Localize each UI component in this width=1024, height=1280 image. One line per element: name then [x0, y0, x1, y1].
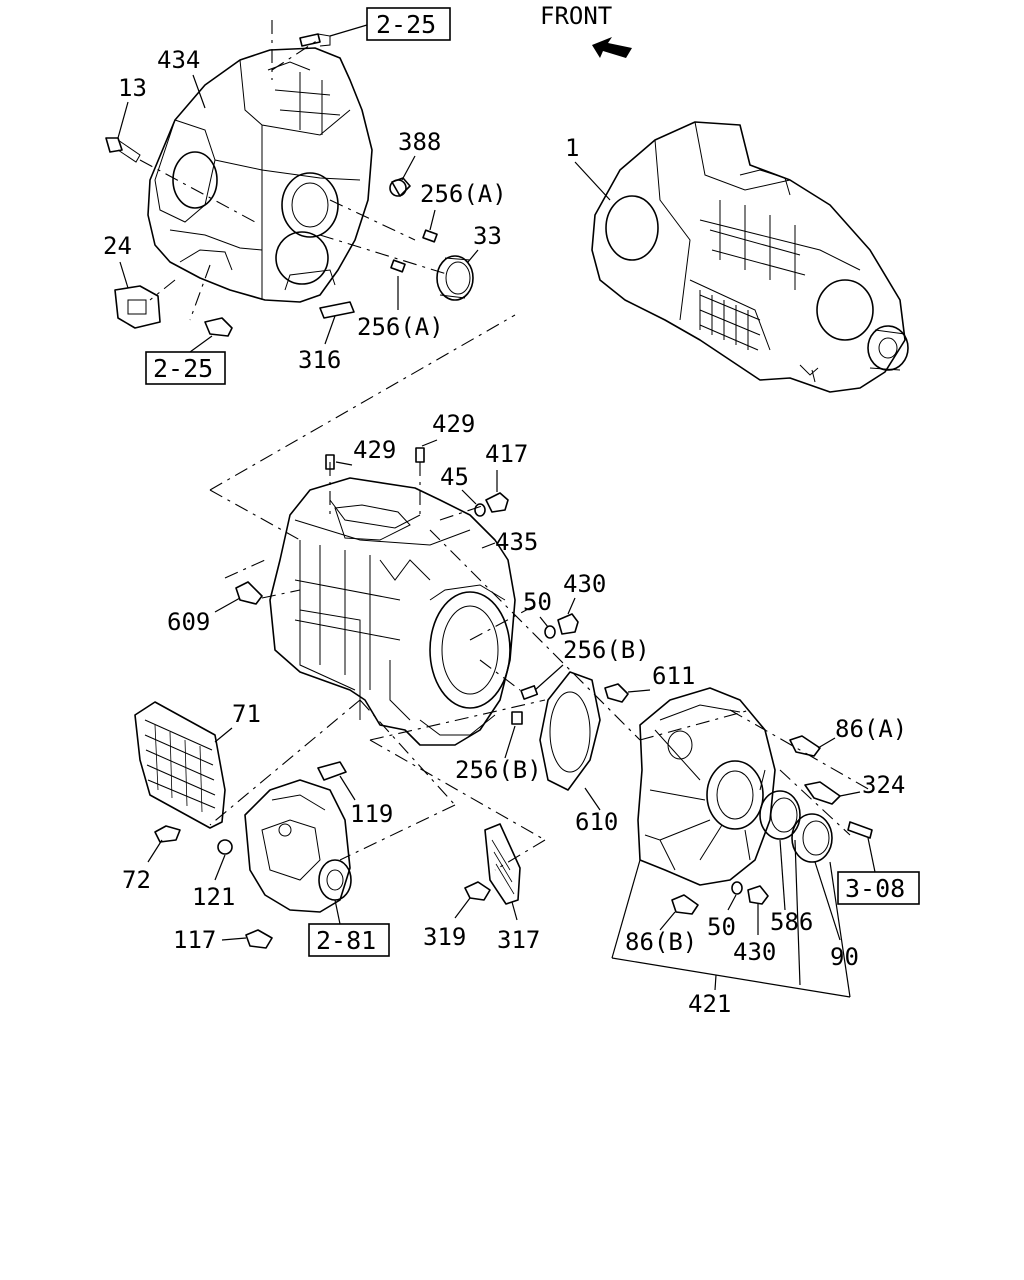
dowel-pin-icon — [390, 259, 406, 273]
part-label-430-upper: 430 — [563, 570, 606, 598]
part-label-33: 33 — [473, 222, 502, 250]
part-label-256a-lower: 256(A) — [357, 313, 444, 341]
part-label-421: 421 — [688, 990, 731, 1018]
cover-plate-317 — [484, 823, 521, 905]
svg-text:2-25: 2-25 — [376, 10, 436, 39]
bolt-icon — [204, 317, 233, 337]
part-label-13: 13 — [118, 74, 147, 102]
plug-icon — [747, 885, 769, 905]
svg-text:2-25: 2-25 — [153, 354, 213, 383]
oil-seal-icon — [436, 255, 474, 301]
part-label-256b-lower: 256(B) — [455, 756, 542, 784]
bolt-icon — [245, 929, 273, 949]
o-ring-icon — [731, 881, 743, 895]
stud-icon — [847, 821, 873, 839]
part-label-429-left: 429 — [353, 436, 396, 464]
gasket-610 — [539, 671, 601, 791]
part-label-611: 611 — [652, 662, 695, 690]
pto-unit — [244, 779, 352, 913]
part-label-434: 434 — [157, 46, 200, 74]
bracket-icon — [114, 285, 161, 329]
part-label-586: 586 — [770, 908, 813, 936]
part-label-50-upper: 50 — [523, 588, 552, 616]
part-label-117: 117 — [173, 926, 216, 954]
part-label-429-right: 429 — [432, 410, 475, 438]
part-label-324: 324 — [862, 771, 905, 799]
seal-586-icon — [759, 790, 801, 840]
part-label-319: 319 — [423, 923, 466, 951]
seal-90-icon — [791, 813, 833, 863]
front-label: FRONT — [540, 2, 612, 30]
part-label-71: 71 — [232, 700, 261, 728]
part-label-610: 610 — [575, 808, 618, 836]
bolt-icon — [105, 137, 141, 163]
part-label-430-lower: 430 — [733, 938, 776, 966]
part-label-45: 45 — [440, 463, 469, 491]
svg-text:2-81: 2-81 — [316, 926, 376, 955]
reference-box-3-08[interactable]: 3-08 — [837, 871, 920, 905]
bolt-icon — [154, 825, 181, 843]
bolt-icon — [671, 894, 699, 915]
part-label-86b: 86(B) — [625, 928, 697, 956]
reference-box-2-25-left[interactable]: 2-25 — [145, 351, 226, 385]
part-label-86a: 86(A) — [835, 715, 907, 743]
reference-box-2-25-top[interactable]: 2-25 — [366, 7, 451, 41]
part-label-121: 121 — [192, 883, 235, 911]
pin-icon — [325, 454, 335, 470]
side-cover-71 — [134, 701, 226, 829]
svg-text:3-08: 3-08 — [845, 874, 905, 903]
transmission-assembly-1 — [591, 121, 909, 393]
nut-icon — [217, 839, 233, 855]
bolt-icon — [299, 33, 331, 47]
dowel-pin-icon — [520, 685, 539, 700]
reference-box-2-81[interactable]: 2-81 — [308, 923, 390, 957]
bolt-icon — [789, 735, 821, 757]
rear-cover-421 — [637, 687, 776, 886]
bolt-icon — [464, 881, 491, 901]
part-label-50-lower: 50 — [707, 913, 736, 941]
plug-icon — [485, 492, 509, 513]
part-label-609: 609 — [167, 608, 210, 636]
part-label-435: 435 — [495, 528, 538, 556]
part-label-1: 1 — [565, 134, 579, 162]
bolt-icon — [235, 581, 263, 605]
part-label-256a-upper: 256(A) — [420, 180, 507, 208]
clutch-housing-434 — [147, 47, 373, 303]
plug-icon — [557, 613, 579, 635]
bolt-icon — [604, 683, 629, 703]
dowel-pin-icon — [422, 229, 438, 243]
part-label-317: 317 — [497, 926, 540, 954]
o-ring-icon — [544, 625, 556, 639]
part-label-256b-upper: 256(B) — [563, 636, 650, 664]
part-label-72: 72 — [122, 866, 151, 894]
o-ring-icon — [474, 503, 486, 517]
part-label-24: 24 — [103, 232, 132, 260]
front-arrow-icon — [592, 37, 632, 58]
bolt-icon — [804, 781, 841, 805]
part-label-417: 417 — [485, 440, 528, 468]
plate-icon — [319, 301, 355, 319]
part-label-316: 316 — [298, 346, 341, 374]
part-label-388: 388 — [398, 128, 441, 156]
stud-icon — [317, 761, 347, 781]
transmission-case-435 — [269, 477, 516, 746]
dowel-pin-icon — [511, 711, 523, 725]
pin-icon — [415, 447, 425, 463]
part-label-119: 119 — [350, 800, 393, 828]
